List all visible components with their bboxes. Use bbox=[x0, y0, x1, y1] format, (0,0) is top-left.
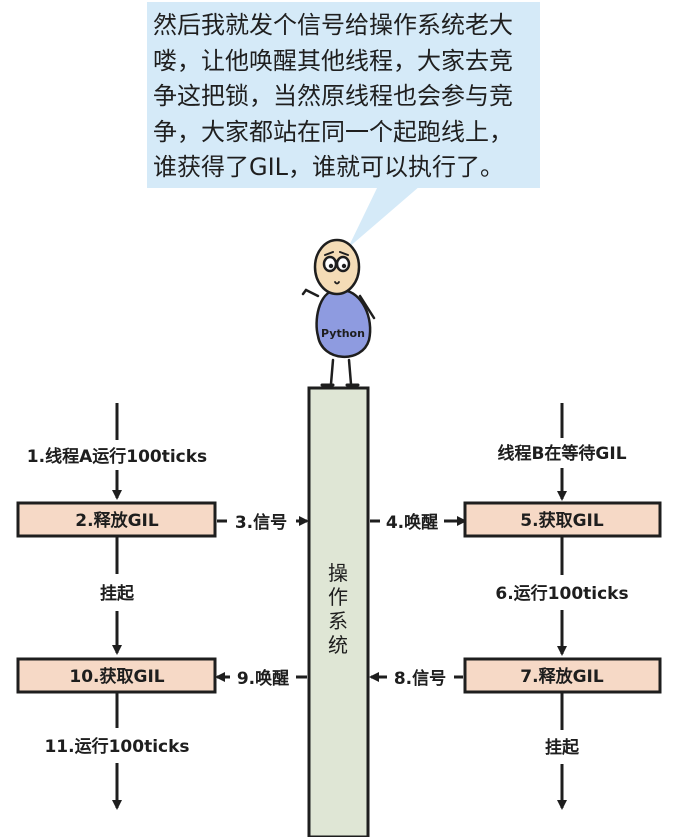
os-label-char-2: 作 bbox=[328, 585, 348, 609]
box-acquire-gil-5 bbox=[463, 501, 662, 538]
box-release-gil-2-label: 2.释放GIL bbox=[75, 510, 159, 531]
speech-bubble-text: 然后我就发个信号给操作系统老大 喽，让他唤醒其他线程，大家去竞 争这把锁，当然原… bbox=[153, 8, 538, 186]
speech-line-2: 喽，让他唤醒其他线程，大家去竞 bbox=[153, 46, 513, 75]
signal-arrows bbox=[215, 516, 467, 682]
speech-bubble bbox=[147, 2, 540, 248]
speech-line-4: 争，大家都站在同一个起跑线上， bbox=[153, 117, 513, 146]
box-acquire-gil-10 bbox=[16, 657, 217, 694]
speech-line-3: 争这把锁，当然原线程也会参与竞 bbox=[153, 82, 513, 110]
os-label-char-3: 系 bbox=[328, 609, 348, 633]
speech-line-5: 谁获得了GIL，谁就可以执行了。 bbox=[153, 153, 505, 181]
box-release-gil-7-label: 7.释放GIL bbox=[520, 666, 604, 687]
signal-8-label: 8.信号 bbox=[394, 668, 446, 689]
os-pillar: 操 作 系 统 bbox=[307, 386, 370, 837]
box-release-gil-2 bbox=[16, 501, 217, 538]
box-acquire-gil-5-label: 5.获取GIL bbox=[520, 510, 604, 531]
os-label-char-4: 统 bbox=[328, 633, 348, 657]
left-suspend-label: 挂起 bbox=[100, 583, 135, 604]
right-suspend-label: 挂起 bbox=[545, 737, 580, 758]
step-1-label: 1.线程A运行100ticks bbox=[27, 446, 207, 467]
python-shirt-text: Python bbox=[321, 327, 365, 340]
step-11-label: 11.运行100ticks bbox=[44, 736, 189, 757]
box-release-gil-7 bbox=[463, 657, 662, 694]
box-acquire-gil-10-label: 10.获取GIL bbox=[69, 666, 164, 687]
python-character bbox=[301, 238, 376, 387]
signal-3-label: 3.信号 bbox=[235, 512, 287, 533]
speech-line-1: 然后我就发个信号给操作系统老大 bbox=[153, 11, 513, 39]
wake-9-label: 9.唤醒 bbox=[237, 668, 289, 689]
thread-b-waiting-label: 线程B在等待GIL bbox=[497, 443, 626, 464]
os-label-char-1: 操 bbox=[328, 561, 348, 585]
wake-4-label: 4.唤醒 bbox=[386, 512, 438, 533]
step-6-label: 6.运行100ticks bbox=[495, 583, 628, 604]
